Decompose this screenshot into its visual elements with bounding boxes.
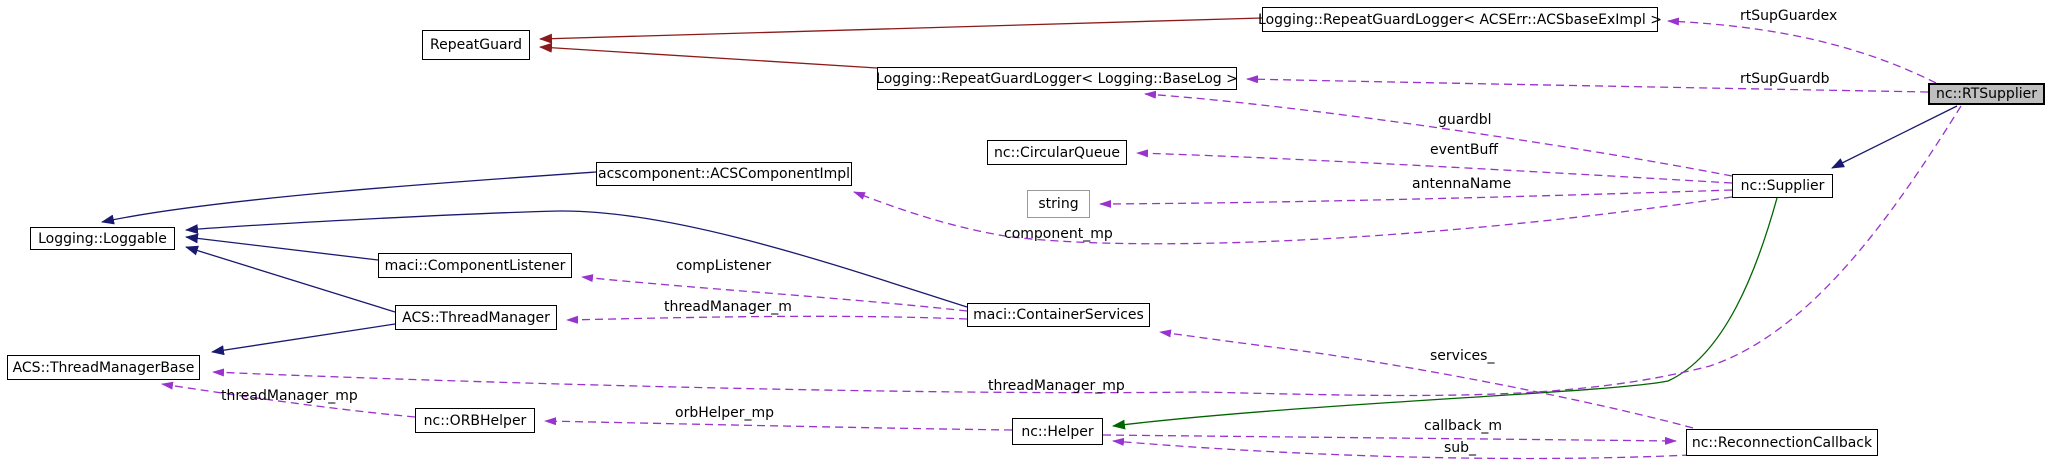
edge-usage-reconnection_callback-to-container_services xyxy=(1159,329,1694,429)
edge-public-inheritance-rt_supplier-to-supplier xyxy=(1831,105,1958,169)
class-node-rgl_acsbase[interactable]: Logging::RepeatGuardLogger< ACSErr::ACSb… xyxy=(1258,7,1662,32)
edge-public-inheritance-thread_manager-to-thread_manager_base xyxy=(211,323,396,356)
edge-usage-rt_supplier-to-rgl_acsbase xyxy=(1667,17,1937,84)
edge-private-inheritance-rgl_baselog-to-repeat_guard xyxy=(539,42,878,69)
class-node-reconnection_callback[interactable]: nc::ReconnectionCallback xyxy=(1686,429,1878,456)
class-node-thread_manager[interactable]: ACS::ThreadManager xyxy=(395,305,557,330)
class-node-container_services[interactable]: maci::ContainerServices xyxy=(967,303,1150,327)
edge-usage-supplier-to-acs_component_impl xyxy=(853,191,1733,245)
edge-usage-helper-to-orb_helper xyxy=(544,417,1013,431)
edge-label-u_callback_m: callback_m xyxy=(1424,418,1502,434)
edge-public-inheritance-acs_component_impl-to-loggable xyxy=(101,171,597,225)
edge-label-u_antennaname: antennaName xyxy=(1412,176,1512,192)
class-node-loggable[interactable]: Logging::Loggable xyxy=(30,227,175,250)
edge-usage-helper-to-reconnection_callback xyxy=(1102,434,1677,445)
edge-label-u_complistener: compListener xyxy=(676,258,772,274)
class-node-helper[interactable]: nc::Helper xyxy=(1012,418,1103,445)
edge-label-u_threadmanager_mp_orb: threadManager_mp xyxy=(221,388,358,404)
edge-usage-container_services-to-thread_manager xyxy=(566,315,968,324)
edge-label-u_services: services_ xyxy=(1430,348,1495,364)
edge-label-u_sub: sub_ xyxy=(1444,440,1477,456)
edge-private-inheritance-rgl_acsbase-to-repeat_guard xyxy=(539,17,1263,44)
edge-usage-reconnection_callback-to-helper xyxy=(1112,437,1691,460)
edge-usage-supplier-to-rgl_baselog xyxy=(1144,90,1733,177)
edge-label-u_eventbuff: eventBuff xyxy=(1430,142,1498,158)
edge-label-u_guardbl: guardbl xyxy=(1438,112,1492,128)
edge-usage-supplier-to-circular_queue xyxy=(1136,149,1733,184)
class-node-string[interactable]: string xyxy=(1027,190,1090,218)
edge-usage-supplier-to-string xyxy=(1099,189,1733,208)
edge-label-u_rtsupguardex: rtSupGuardex xyxy=(1740,8,1838,24)
class-node-acs_component_impl[interactable]: acscomponent::ACSComponentImpl xyxy=(596,162,852,186)
class-node-circular_queue[interactable]: nc::CircularQueue xyxy=(987,140,1127,165)
edge-label-u_rtsupguardb: rtSupGuardb xyxy=(1740,71,1830,87)
edge-label-u_threadmanager_mp_rts: threadManager_mp xyxy=(988,378,1125,394)
class-node-component_listener[interactable]: maci::ComponentListener xyxy=(378,253,572,278)
edge-label-u_orbhelper_mp: orbHelper_mp xyxy=(675,405,775,421)
edge-label-u_threadmanager_m: threadManager_m xyxy=(664,299,792,315)
edge-protected-inheritance-supplier-to-helper xyxy=(1112,197,1778,430)
class-node-rgl_baselog[interactable]: Logging::RepeatGuardLogger< Logging::Bas… xyxy=(876,67,1238,90)
class-node-supplier[interactable]: nc::Supplier xyxy=(1732,174,1833,198)
edge-label-u_component_mp: component_mp xyxy=(1004,226,1113,242)
edge-public-inheritance-component_listener-to-loggable xyxy=(185,233,379,261)
edge-usage-rt_supplier-to-thread_manager_base xyxy=(212,105,1962,397)
edge-usage-orb_helper-to-thread_manager_base xyxy=(161,381,416,418)
edge-usage-rt_supplier-to-rgl_baselog xyxy=(1246,75,1929,93)
edge-public-inheritance-thread_manager-to-loggable xyxy=(185,245,396,313)
class-node-repeat_guard[interactable]: RepeatGuard xyxy=(422,30,530,60)
class-node-orb_helper[interactable]: nc::ORBHelper xyxy=(415,408,535,433)
edge-public-inheritance-container_services-to-loggable xyxy=(185,210,968,308)
class-node-rt_supplier[interactable]: nc::RTSupplier xyxy=(1928,83,2045,105)
class-node-thread_manager_base[interactable]: ACS::ThreadManagerBase xyxy=(7,355,200,380)
